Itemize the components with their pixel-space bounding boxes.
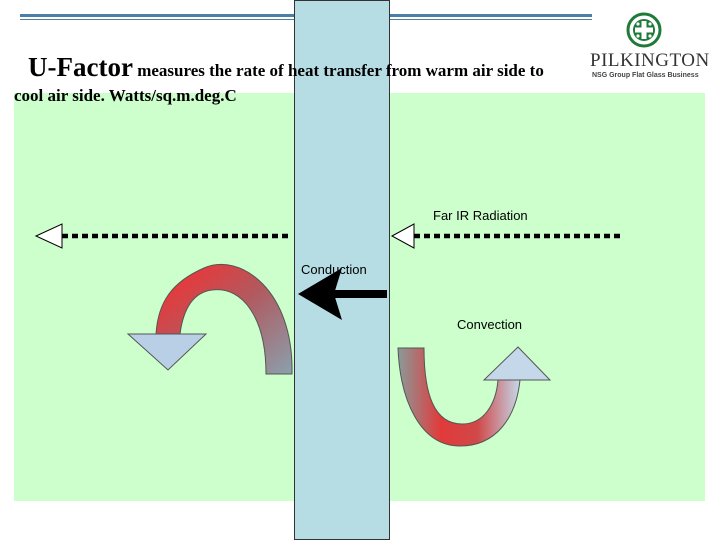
logo-wordmark: PILKINGTON [590,50,710,71]
title-term: U-Factor [28,52,133,82]
glass-pane [294,0,390,540]
conduction-label: Conduction [301,262,367,277]
page-title: U-Factor measures the rate of heat trans… [28,52,544,83]
left-convection-arrow [126,263,293,375]
right-convection-arrow [397,346,552,447]
pilkington-logo: PILKINGTON NSG Group Flat Glass Business [590,10,710,82]
pilkington-emblem-icon [626,12,662,48]
convection-label: Convection [457,317,523,332]
radiation-arrowhead-middle [390,223,415,249]
radiation-arrow [34,223,624,249]
page-title-line2: cool air side. Watts/sq.m.deg.C [14,86,237,105]
logo-tagline: NSG Group Flat Glass Business [592,72,699,79]
radiation-label: Far IR Radiation [433,208,528,223]
radiation-arrowhead-left [34,223,63,249]
conduction-arrow [298,268,387,320]
title-description: measures the rate of heat transfer from … [132,61,544,80]
